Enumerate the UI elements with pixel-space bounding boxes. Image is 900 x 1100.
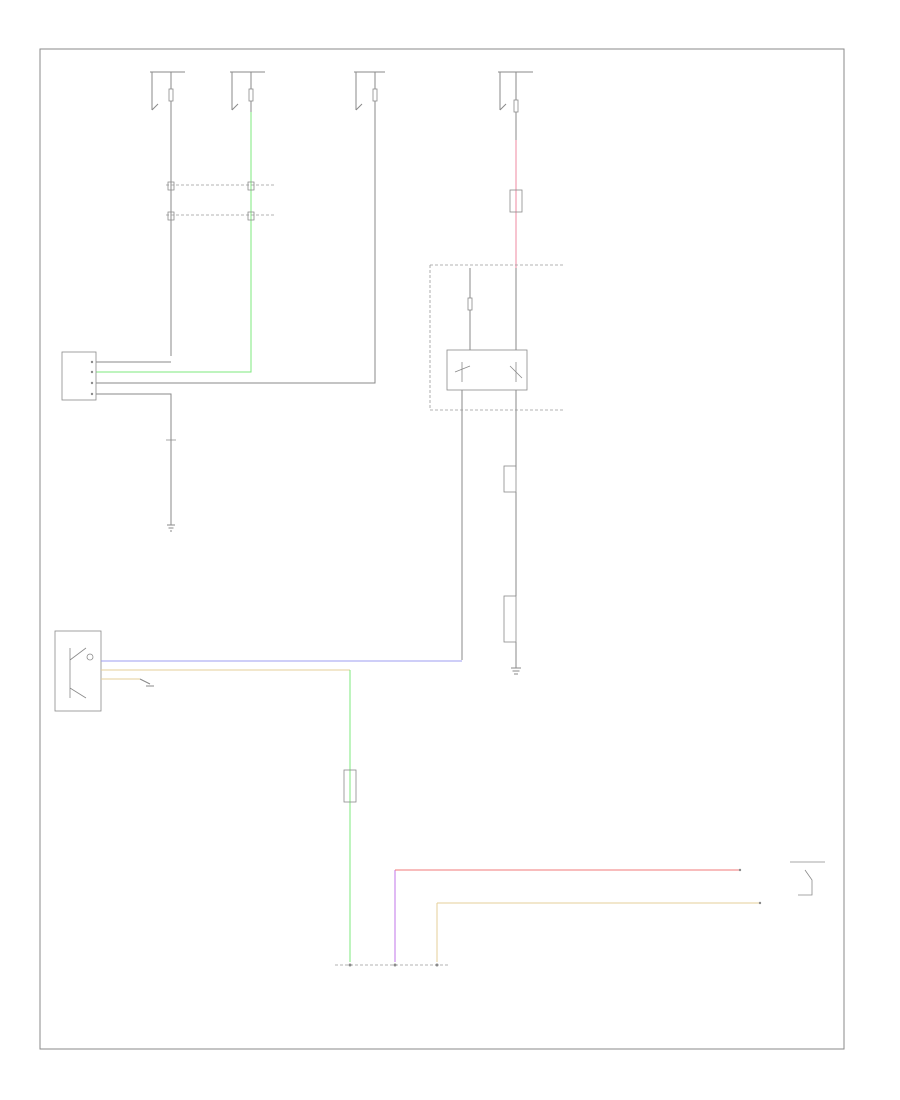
junction-connector-5 — [343, 769, 357, 803]
relay-fuse-block — [429, 71, 565, 660]
junction-connector-1 — [166, 181, 276, 221]
sensor-box — [54, 630, 102, 712]
top-fuse-feeds — [96, 71, 385, 384]
ac-control-box — [61, 351, 97, 401]
junction-connector-3 — [503, 465, 517, 493]
relay-box — [446, 349, 528, 391]
junction-connector-4 — [503, 595, 517, 643]
pcm-assembly — [335, 869, 760, 967]
sensor-assembly — [54, 630, 462, 712]
right-sensor-assembly — [738, 861, 825, 905]
junction-connector-2 — [509, 189, 523, 213]
diagram-frame — [39, 48, 845, 1050]
green-wire-1 — [96, 112, 252, 373]
ac-control-assembly — [61, 351, 176, 532]
relay-ground-chain — [503, 465, 521, 675]
